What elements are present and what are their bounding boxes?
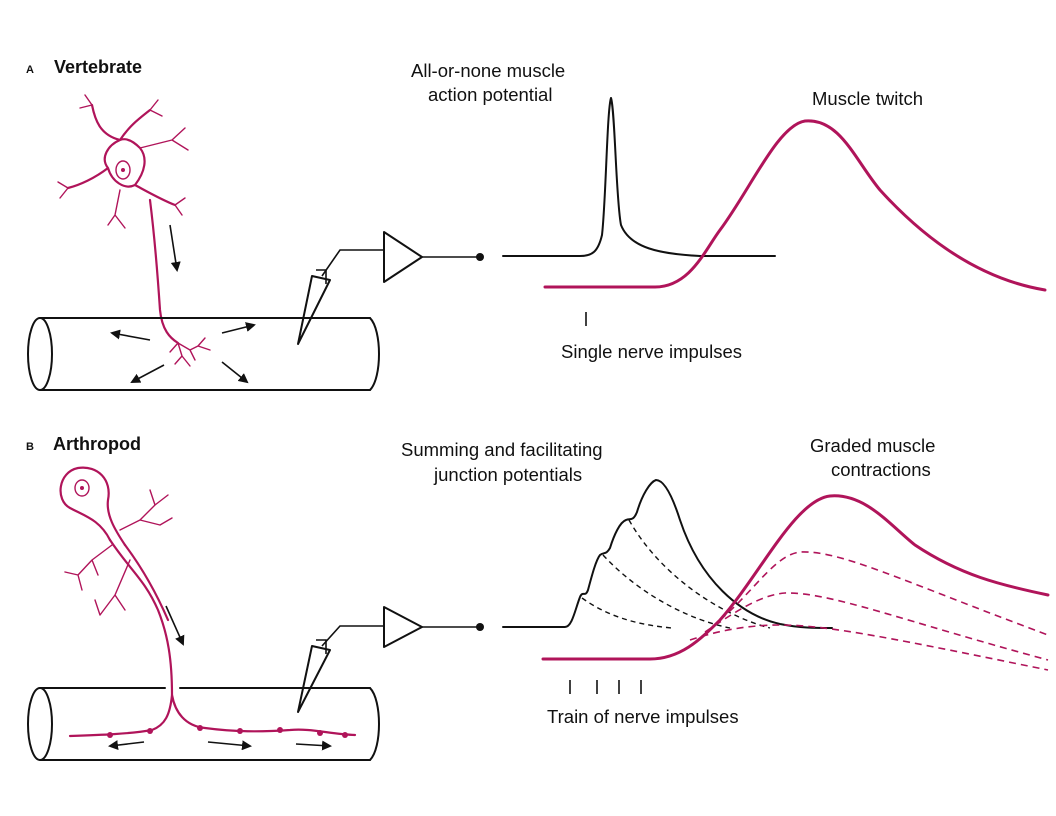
arrow-down-icon — [169, 224, 181, 272]
panel-a-letter: A — [26, 64, 34, 76]
arrow-right-icon — [207, 740, 252, 751]
arrow-left-icon — [110, 329, 151, 341]
arrow-right-icon — [221, 322, 256, 334]
graded-label-2: contractions — [831, 459, 931, 480]
graded-contraction-trace — [541, 494, 1050, 661]
arthropod-neuron — [59, 466, 357, 738]
panel-a-title: Vertebrate — [54, 57, 142, 77]
vertebrate-muscle-fiber — [27, 317, 380, 391]
decay-dashed-3 — [628, 519, 771, 629]
arrow-down-icon — [165, 605, 185, 646]
action-potential-label-1: All-or-none muscle — [411, 60, 565, 81]
nucleus-icon — [115, 160, 131, 180]
arthropod-muscle-fiber — [27, 687, 380, 761]
junction-potentials-trace — [502, 479, 833, 629]
junction-label-2: junction potentials — [433, 464, 582, 485]
decay-dashed-1 — [581, 597, 673, 629]
graded-label-1: Graded muscle — [810, 435, 935, 456]
contraction-dashed-3 — [689, 624, 1049, 671]
decay-dashed-2 — [602, 554, 731, 629]
single-impulses-label: Single nerve impulses — [561, 341, 742, 362]
arrow-down-right-icon — [221, 361, 249, 384]
contraction-dashed-2 — [704, 592, 1049, 661]
arrow-down-left-icon — [130, 364, 165, 383]
action-potential-trace — [502, 97, 776, 257]
muscle-twitch-label: Muscle twitch — [812, 88, 923, 109]
action-potential-label-2: action potential — [428, 84, 552, 105]
impulse-train-ticks — [569, 680, 642, 694]
panel-b-letter: B — [26, 441, 34, 453]
vertebrate-motor-neuron — [57, 94, 211, 367]
panel-b-title: Arthropod — [53, 434, 141, 454]
amplifier-icon — [383, 606, 423, 648]
train-impulses-label: Train of nerve impulses — [547, 706, 739, 727]
recording-electrode-a — [297, 231, 484, 345]
panel-a: A Vertebrate — [26, 57, 1047, 391]
nucleus-icon — [74, 479, 90, 497]
arrow-right-icon — [295, 740, 332, 751]
junction-label-1: Summing and facilitating — [401, 439, 603, 460]
propagation-arrows — [110, 224, 256, 384]
arrow-left-icon — [108, 740, 145, 751]
recording-electrode-b — [297, 606, 484, 713]
muscle-twitch-trace — [543, 119, 1047, 292]
contraction-dashed-1 — [719, 551, 1049, 636]
amplifier-icon — [383, 231, 423, 283]
propagation-arrows-b — [108, 605, 332, 751]
panel-b: B Arthropod — [26, 434, 1050, 761]
